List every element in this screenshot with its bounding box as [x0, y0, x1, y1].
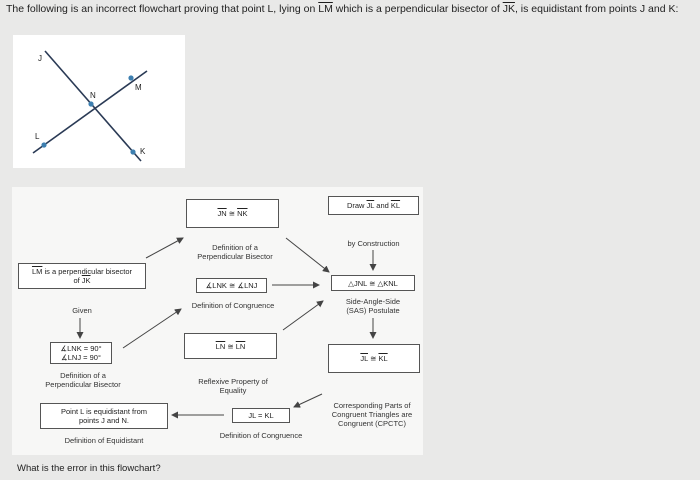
arrow-jn-to-triangles: [285, 237, 330, 273]
segment-kl: KL: [378, 354, 388, 363]
segment-jk-line: [44, 50, 142, 162]
angle-lnj-90: ∡LNJ = 90°: [61, 353, 101, 362]
def-congruence-reason-1: Definition of Congruence: [191, 301, 275, 310]
def-perp-bisector-reason-1: Definition of a Perpendicular Bisector: [180, 243, 290, 261]
point-l-dot: [41, 142, 47, 148]
label-l: L: [35, 132, 40, 141]
geometry-figure: J M N L K: [13, 35, 185, 168]
question-text: What is the error in this flowchart?: [17, 463, 161, 474]
segment-lm-line: [32, 70, 148, 154]
given-line2: of: [73, 276, 82, 285]
jl-kl-congruent-box: JL ≅ KL: [328, 344, 420, 373]
segment-kl: KL: [390, 201, 401, 210]
angle-lnk-90: ∡LNK = 90°: [60, 344, 102, 353]
segment-jn: JN: [217, 209, 227, 218]
point-m-dot: [128, 75, 134, 81]
segment-lm: LM: [318, 3, 333, 15]
jn-nk-congruent-box: JN ≅ NK: [186, 199, 279, 228]
reason-line: Congruent (CPCTC): [338, 419, 406, 428]
reason-line: Congruent Triangles are: [331, 410, 413, 419]
label-j: J: [38, 54, 42, 63]
segment-ln: LN: [215, 341, 226, 351]
cpctc-reason: Corresponding Parts of Congruent Triangl…: [318, 401, 426, 428]
segment-jl: JL: [360, 354, 368, 363]
reason-line: Reflexive Property of: [198, 377, 268, 386]
def-perp-bisector-reason-2: Definition of a Perpendicular Bisector: [28, 371, 138, 389]
ln-ln-congruent-box: LN ≅ LN: [184, 333, 277, 359]
label-m: M: [135, 83, 142, 92]
right-angles-box: ∡LNK = 90° ∡LNJ = 90°: [50, 342, 112, 364]
def-equidistant-reason: Definition of Equidistant: [64, 436, 144, 445]
reason-line: Equality: [219, 386, 247, 395]
triangles-congruent-box: △JNL ≅ △KNL: [331, 275, 415, 291]
segment-lm: LM: [31, 267, 43, 276]
given-reason: Given: [72, 306, 92, 315]
arrow-cpctc-to-eq: [293, 393, 323, 408]
label-k: K: [140, 147, 146, 156]
arrow-ln-to-triangles: [282, 300, 324, 331]
congruent-symbol: ≅: [226, 209, 238, 218]
reason-line: Definition of a: [212, 243, 258, 252]
congruent-symbol: ≅: [368, 354, 379, 363]
congruent-symbol: ≅: [225, 341, 236, 351]
given-statement-box: LM is a perpendicular bisector of JK: [18, 263, 146, 289]
conclusion-line: points J and N.: [78, 416, 129, 425]
def-congruence-reason-2: Definition of Congruence: [219, 431, 303, 440]
reason-line: Definition of a: [60, 371, 106, 380]
segment-jk: JK: [81, 276, 91, 285]
statement-part: which is a perpendicular bisector of: [332, 3, 503, 15]
label-n: N: [90, 91, 96, 100]
statement-part: , is equidistant from points J and K:: [514, 3, 679, 15]
reason-line: Corresponding Parts of: [333, 401, 411, 410]
segment-nk: NK: [237, 209, 248, 218]
reason-line: (SAS) Postulate: [346, 306, 400, 315]
reason-line: Perpendicular Bisector: [45, 380, 121, 389]
point-k-dot: [130, 149, 136, 155]
jl-kl-equal-box: JL = KL: [232, 408, 290, 423]
conclusion-line: Point L is equidistant from: [60, 407, 147, 416]
arrow-given-to-jn: [145, 237, 184, 259]
reason-line: Perpendicular Bisector: [197, 252, 273, 261]
segment-jk: JK: [502, 3, 515, 15]
reflexive-property-reason: Reflexive Property of Equality: [178, 377, 288, 395]
angles-congruent-box: ∡LNK ≅ ∡LNJ: [196, 278, 267, 293]
problem-statement: The following is an incorrect flowchart …: [6, 3, 678, 15]
draw-segments-box: Draw JL and KL: [328, 196, 419, 215]
segment-jl: JL: [366, 201, 375, 210]
draw-text: Draw: [346, 201, 367, 210]
equidistant-conclusion-box: Point L is equidistant from points J and…: [40, 403, 168, 429]
statement-part: The following is an incorrect flowchart …: [6, 3, 319, 15]
point-n-dot: [88, 101, 94, 107]
arrow-right-angles-to-angles: [122, 308, 182, 349]
segment-ln: LN: [235, 341, 246, 351]
draw-text: and: [374, 201, 391, 210]
reason-line: Side-Angle-Side: [345, 297, 401, 306]
sas-postulate-reason: Side-Angle-Side (SAS) Postulate: [322, 297, 424, 315]
given-line1: is a perpendicular bisector: [42, 267, 133, 276]
by-construction-reason: by Construction: [347, 239, 400, 248]
